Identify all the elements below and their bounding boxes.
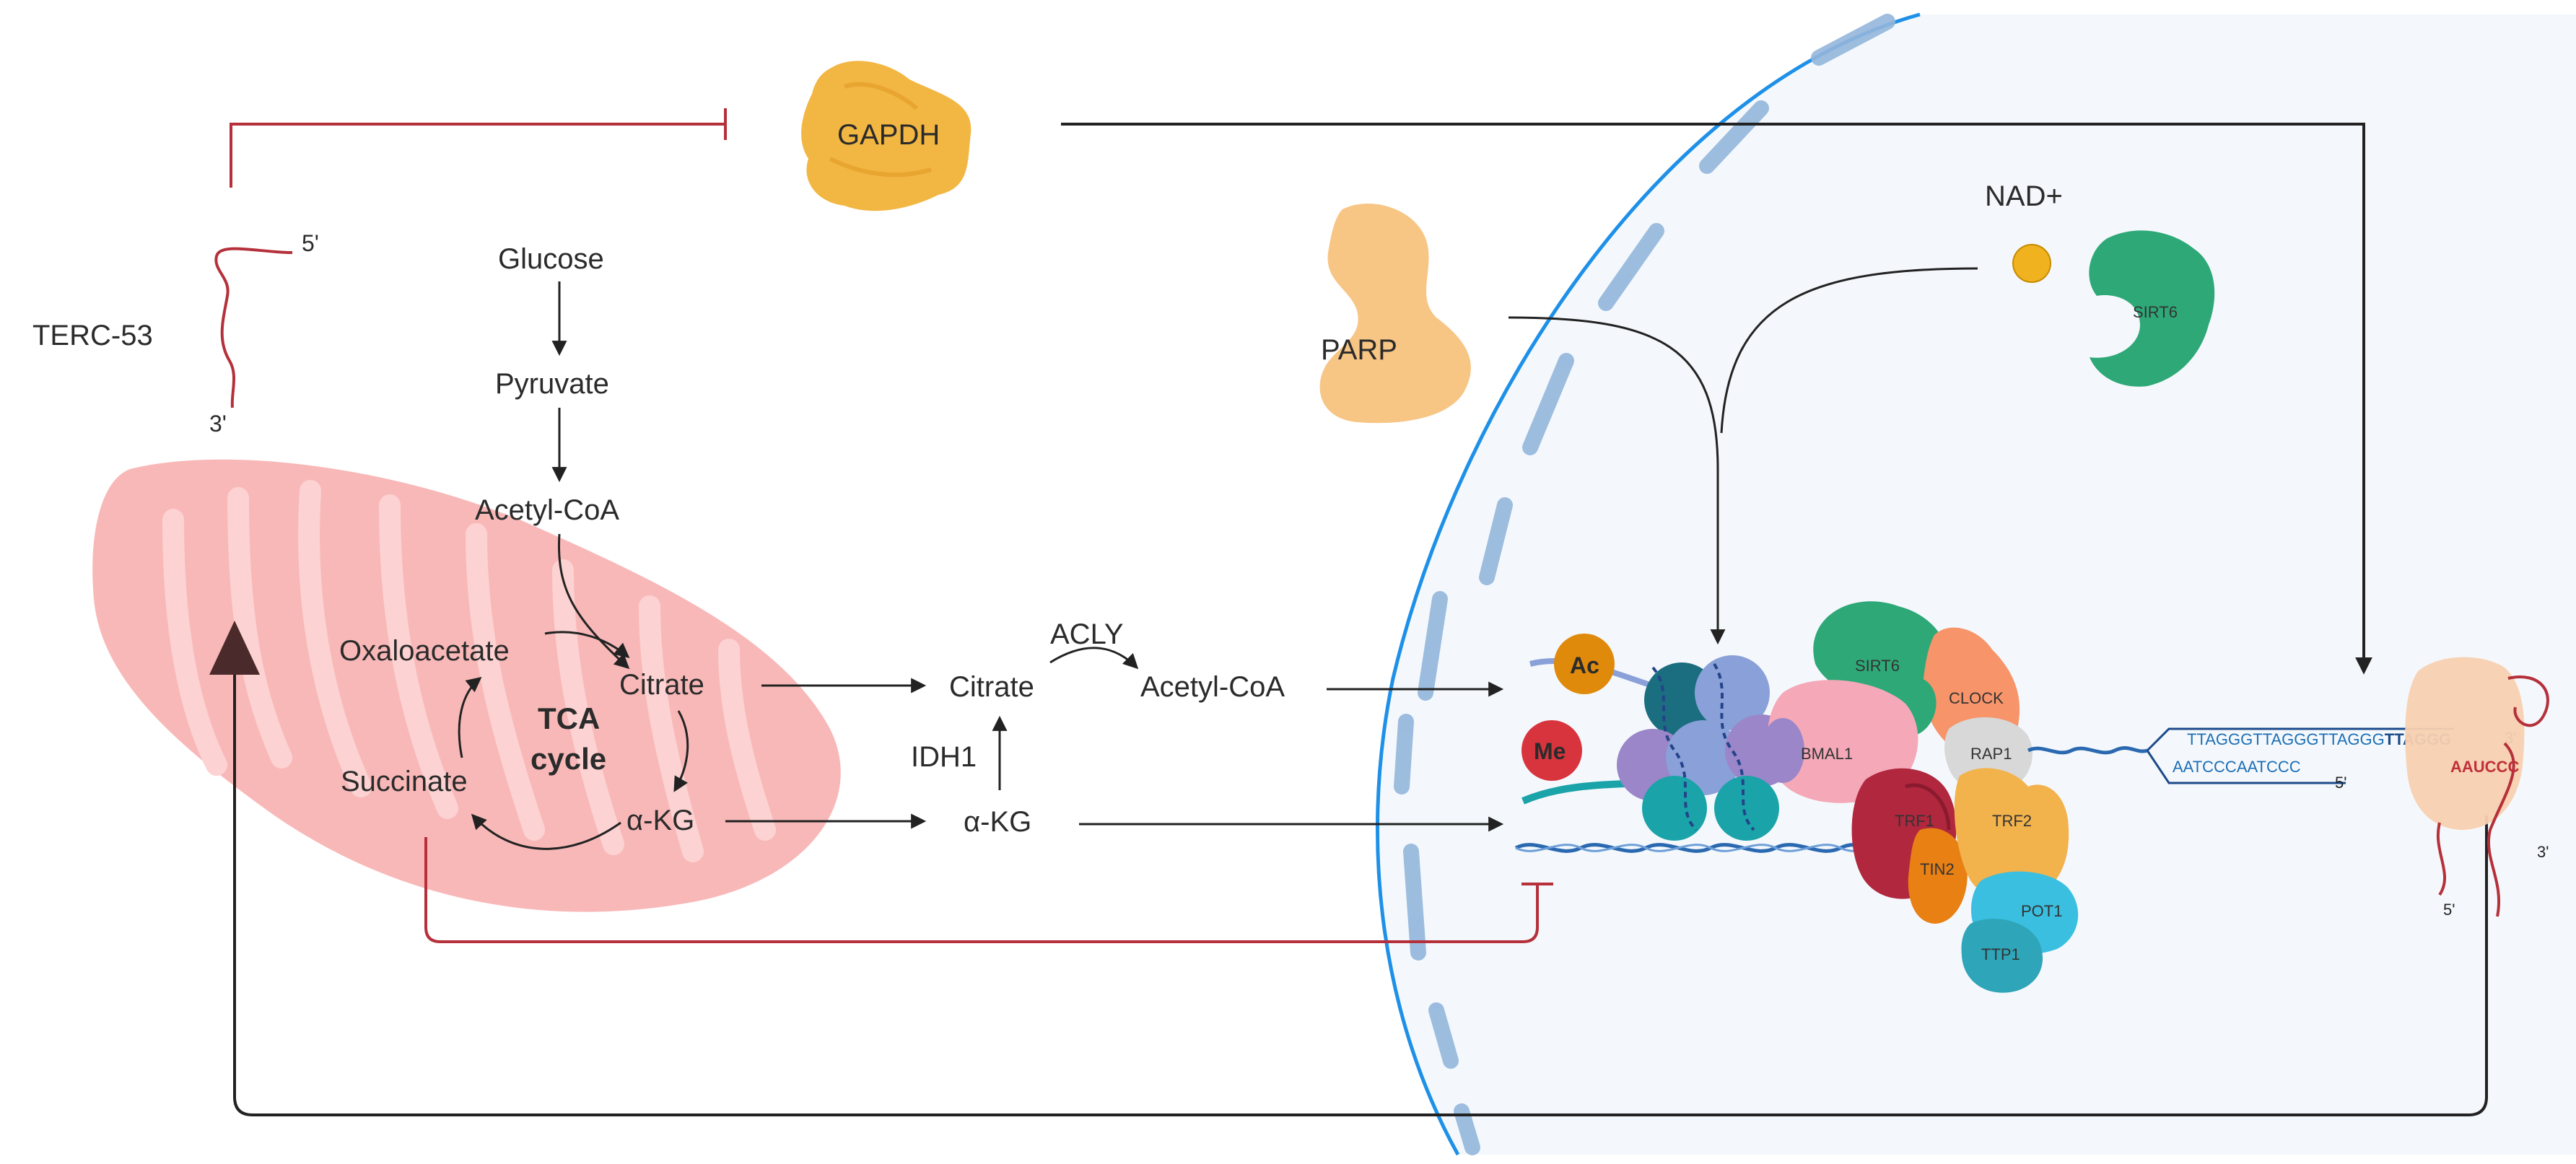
sirt6-arrow: [1720, 267, 1978, 434]
tin2-label: TIN2: [1920, 860, 1955, 878]
feedback-arrowhead: [209, 621, 260, 675]
citrate-cyto-label: Citrate: [949, 671, 1034, 703]
nad-molecule: [2012, 244, 2051, 283]
mitochondrial-cristae: [162, 480, 776, 862]
akg-cyto-label: α-KG: [964, 806, 1031, 838]
dna-helix-right: [2027, 745, 2148, 755]
nad-label: NAD+: [1985, 180, 2063, 212]
tca-label-line1: TCA: [538, 701, 600, 735]
tpp1-label: TTP1: [1981, 945, 2020, 963]
clock-label: CLOCK: [1949, 689, 2004, 707]
gapdh-protein: GAPDH: [801, 61, 972, 211]
sirt6-free-label: SIRT6: [2133, 303, 2178, 321]
gapdh-label: GAPDH: [837, 119, 940, 151]
rna-three-prime: 3': [2537, 843, 2549, 861]
glucose-label: Glucose: [498, 243, 604, 275]
telomerase: AAUCCC 5' 3': [2405, 657, 2549, 919]
acly-label: ACLY: [1050, 618, 1124, 650]
methyl-mark: [1521, 720, 1582, 781]
acetyl-coa-cyto-label: Acetyl-CoA: [1140, 671, 1285, 703]
acetyl-mark: [1554, 634, 1615, 694]
rna-five-prime: 5': [2443, 901, 2455, 919]
telomerase-rna-template: AAUCCC: [2450, 758, 2519, 776]
tca-cycle: Oxaloacetate Citrate TCA cycle Succinate…: [339, 631, 704, 850]
terc-label: TERC-53: [32, 320, 153, 351]
parp-arrow: [1508, 316, 1726, 645]
me-label: Me: [1534, 738, 1566, 764]
gapdh-telomere-arrow: [1061, 123, 2372, 675]
terc-gapdh-inhibition: [230, 108, 727, 188]
ac-label: Ac: [1570, 652, 1599, 678]
mitochondrion: [92, 459, 841, 912]
terc-53-rna: TERC-53 5' 3': [32, 230, 319, 437]
pyruvate-label: Pyruvate: [495, 368, 609, 400]
tca-label-line2: cycle: [531, 742, 606, 776]
nad-sirt6: NAD+ SIRT6: [1720, 180, 2215, 434]
sirt6-free-protein: [2089, 230, 2215, 387]
chromatin-complex: Ac Me SIRT6 CLOCK BMAL1 RAP1 TRF1 TIN2 T…: [1514, 601, 2148, 993]
nuclear-pores: [1394, 14, 1895, 1155]
terc-three-prime: 3': [209, 411, 227, 437]
glycolysis-pathway: Glucose Pyruvate Acetyl-CoA: [475, 243, 630, 670]
telomere-mito-feedback-arrow: [233, 646, 2488, 1116]
succinate-inhibition: [424, 837, 1553, 943]
telomere-five-prime: 5': [2335, 774, 2346, 792]
pot1-label: POT1: [2021, 902, 2062, 920]
acetyl-coa-mito-label: Acetyl-CoA: [475, 494, 619, 526]
parp-label: PARP: [1321, 334, 1397, 366]
cytosolic-metabolism: Citrate ACLY Acetyl-CoA α-KG IDH1: [725, 618, 1504, 838]
oxaloacetate-label: Oxaloacetate: [339, 635, 510, 667]
terc-five-prime: 5': [302, 230, 319, 256]
idh1-label: IDH1: [911, 741, 977, 773]
rap1-label: RAP1: [1970, 745, 2012, 763]
trf1-label: TRF1: [1895, 812, 1934, 830]
citrate-mito-label: Citrate: [619, 669, 704, 701]
succinate-label: Succinate: [341, 766, 468, 797]
sirt6-bound-label: SIRT6: [1855, 657, 1900, 675]
nucleus: [1375, 12, 2576, 1156]
trf2-label: TRF2: [1992, 812, 2032, 830]
nuclear-membrane: [1375, 12, 1921, 1156]
akg-mito-label: α-KG: [626, 805, 694, 836]
parp-protein: PARP: [1319, 204, 1471, 424]
telomere-bottom-strand: AATCCCAATCCC: [2173, 758, 2301, 776]
bmal1-label: BMAL1: [1801, 745, 1853, 763]
